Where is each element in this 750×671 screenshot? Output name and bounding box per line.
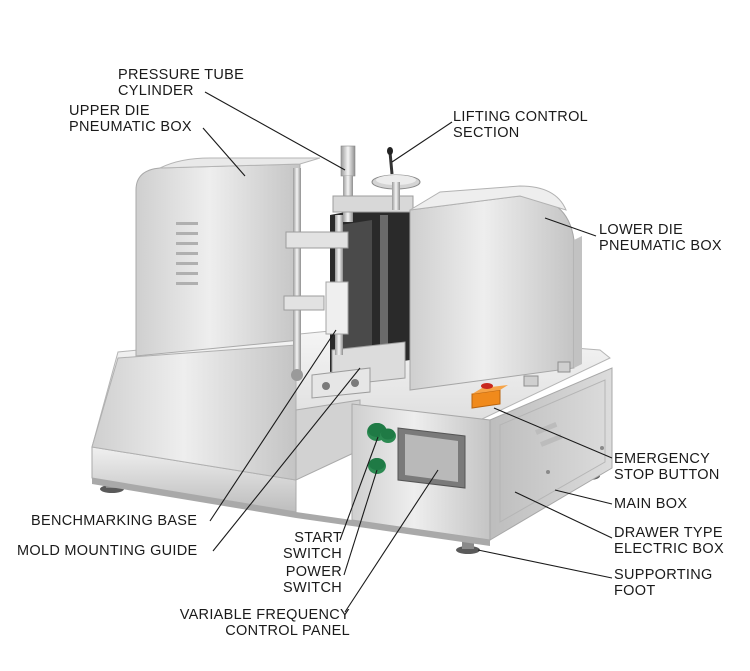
label-line: PNEUMATIC BOX bbox=[599, 238, 722, 254]
label-line: LOWER DIE bbox=[599, 222, 684, 238]
label-line: MOLD MOUNTING GUIDE bbox=[17, 543, 198, 559]
emergency-stop-button bbox=[471, 383, 508, 409]
label-main-box: MAIN BOX bbox=[614, 496, 687, 512]
label-lifting-control-section: LIFTING CONTROL SECTION bbox=[453, 109, 588, 141]
label-line: SWITCH bbox=[283, 580, 342, 596]
label-line: CONTROL PANEL bbox=[225, 623, 350, 639]
lifting-control-section bbox=[371, 147, 421, 210]
label-line: START bbox=[294, 530, 342, 546]
label-line: SUPPORTING bbox=[614, 567, 713, 583]
variable-frequency-control-panel bbox=[397, 427, 466, 489]
label-emergency-stop-button: EMERGENCY STOP BUTTON bbox=[614, 451, 720, 483]
label-line: UPPER DIE bbox=[69, 103, 150, 119]
label-power-switch: POWER SWITCH bbox=[270, 564, 342, 596]
label-line: MAIN BOX bbox=[614, 496, 688, 512]
label-mold-mounting-guide: MOLD MOUNTING GUIDE bbox=[17, 543, 198, 559]
label-line: CYLINDER bbox=[118, 83, 194, 99]
label-line: PNEUMATIC BOX bbox=[69, 119, 192, 135]
start-switch bbox=[367, 423, 396, 443]
label-upper-die-pneumatic-box: UPPER DIE PNEUMATIC BOX bbox=[69, 103, 192, 135]
label-line: SWITCH bbox=[283, 546, 342, 562]
label-pressure-tube-cylinder: PRESSURE TUBE CYLINDER bbox=[118, 67, 244, 99]
label-line: FOOT bbox=[614, 583, 656, 599]
label-line: POWER bbox=[285, 564, 342, 580]
label-line: VARIABLE FREQUENCY bbox=[179, 607, 350, 623]
label-lower-die-pneumatic-box: LOWER DIE PNEUMATIC BOX bbox=[599, 222, 722, 254]
label-line: STOP BUTTON bbox=[614, 467, 720, 483]
label-line: LIFTING CONTROL bbox=[453, 109, 589, 125]
label-variable-frequency-control-panel: VARIABLE FREQUENCY CONTROL PANEL bbox=[168, 607, 350, 639]
guide-rods bbox=[283, 168, 349, 381]
label-benchmarking-base: BENCHMARKING BASE bbox=[31, 513, 197, 529]
label-supporting-foot: SUPPORTING FOOT bbox=[614, 567, 713, 599]
label-line: EMERGENCY bbox=[614, 451, 711, 467]
label-line: PRESSURE TUBE bbox=[118, 67, 245, 83]
label-drawer-type-electric-box: DRAWER TYPE ELECTRIC BOX bbox=[614, 525, 724, 557]
label-start-switch: START SWITCH bbox=[270, 530, 342, 562]
upper-die-pneumatic-box bbox=[135, 157, 321, 357]
mold-mounting-guide bbox=[311, 200, 410, 399]
leader-lines bbox=[202, 91, 613, 613]
lower-die-pneumatic-box bbox=[409, 185, 582, 391]
label-line: SECTION bbox=[453, 125, 520, 141]
label-line: DRAWER TYPE bbox=[614, 525, 723, 541]
label-line: BENCHMARKING BASE bbox=[31, 513, 198, 529]
label-line: ELECTRIC BOX bbox=[614, 541, 724, 557]
power-switch bbox=[368, 458, 386, 474]
drawer-type-electric-box bbox=[499, 379, 606, 523]
